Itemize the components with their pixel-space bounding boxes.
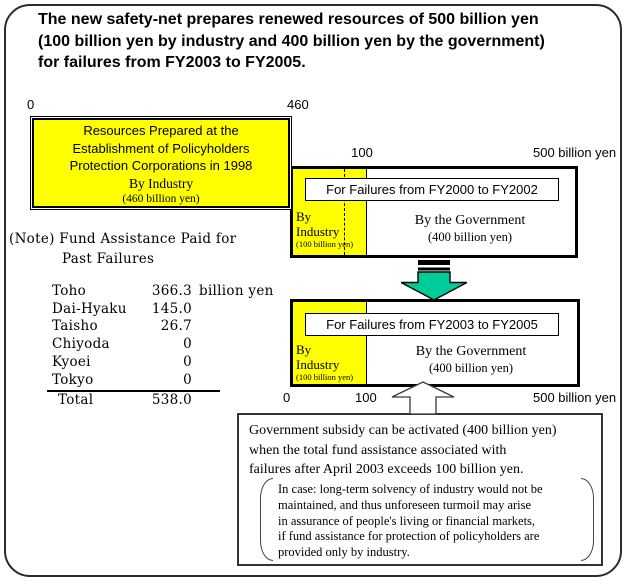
resources-1998-box-inner: Resources Prepared at the Establishment …	[32, 118, 290, 208]
in-case-text: In case: long-term solvency of industry …	[278, 482, 543, 560]
down-arrow-icon	[401, 260, 467, 301]
bar-fy2000-fy2002: For Failures from FY2000 to FY2002 By In…	[290, 166, 578, 258]
resources-1998-by-industry: By Industry	[128, 175, 194, 191]
axis-tick-460: 460	[287, 97, 309, 112]
axis-tick-100-top: 100	[351, 145, 373, 160]
government-subsidy-note: Government subsidy can be activated (400…	[237, 413, 603, 566]
bar-fy2000-industry-text: By Industry (100 billion yen)	[296, 209, 354, 249]
up-arrow-icon	[391, 381, 455, 415]
title-line: The new safety-net prepares renewed reso…	[38, 11, 539, 28]
bar-fy2003-industry-text: By Industry (100 billion yen)	[296, 342, 354, 382]
axis-label-500-top: 500 billion yen	[533, 145, 617, 160]
axis-label-500-bottom: 500 billion yen	[533, 390, 617, 405]
total-divider-line	[47, 390, 220, 393]
bar-fy2003-fy2005: For Failures from FY2003 to FY2005 By In…	[290, 299, 580, 387]
bar-fy2003-government-text: By the Government (400 billion yen)	[415, 344, 527, 375]
fund-assistance-table: (Note) Fund Assistance Paid for Past Fai…	[9, 230, 299, 410]
in-case-bracket-note: In case: long-term solvency of industry …	[260, 478, 594, 561]
bar-fy2000-label: For Failures from FY2000 to FY2002	[305, 178, 559, 201]
axis-tick-100-bottom: 100	[355, 390, 377, 405]
resources-1998-amount: (460 billion yen)	[122, 192, 200, 205]
bar-fy2000-government-text: By the Government (400 billion yen)	[414, 213, 526, 244]
outer-rounded-border	[4, 4, 622, 577]
axis-tick-0-bottom: 0	[283, 390, 291, 405]
left-bracket	[260, 478, 273, 561]
resources-1998-text: Resources Prepared at the	[83, 123, 239, 138]
dashed-100-marker	[344, 169, 345, 255]
title-line: for failures from FY2003 to FY2005.	[38, 54, 306, 71]
diagram-title: The new safety-net prepares renewed reso…	[38, 9, 613, 74]
title-line: (100 billion yen by industry and 400 bil…	[38, 32, 545, 50]
resources-1998-text: Protection Corporations in 1998	[69, 158, 253, 173]
resources-1998-box: Resources Prepared at the Establishment …	[30, 116, 292, 210]
axis-tick-0-1998: 0	[27, 97, 35, 112]
fund-table-heading: (Note) Fund Assistance Paid for	[9, 231, 237, 247]
bar-fy2003-label: For Failures from FY2003 to FY2005	[305, 313, 559, 336]
resources-1998-text: Establishment of Policyholders	[72, 140, 250, 156]
subsidy-note-text: Government subsidy can be activated (400…	[249, 423, 557, 477]
fund-table-heading2: Past Failures	[62, 250, 155, 267]
right-bracket	[581, 478, 594, 561]
